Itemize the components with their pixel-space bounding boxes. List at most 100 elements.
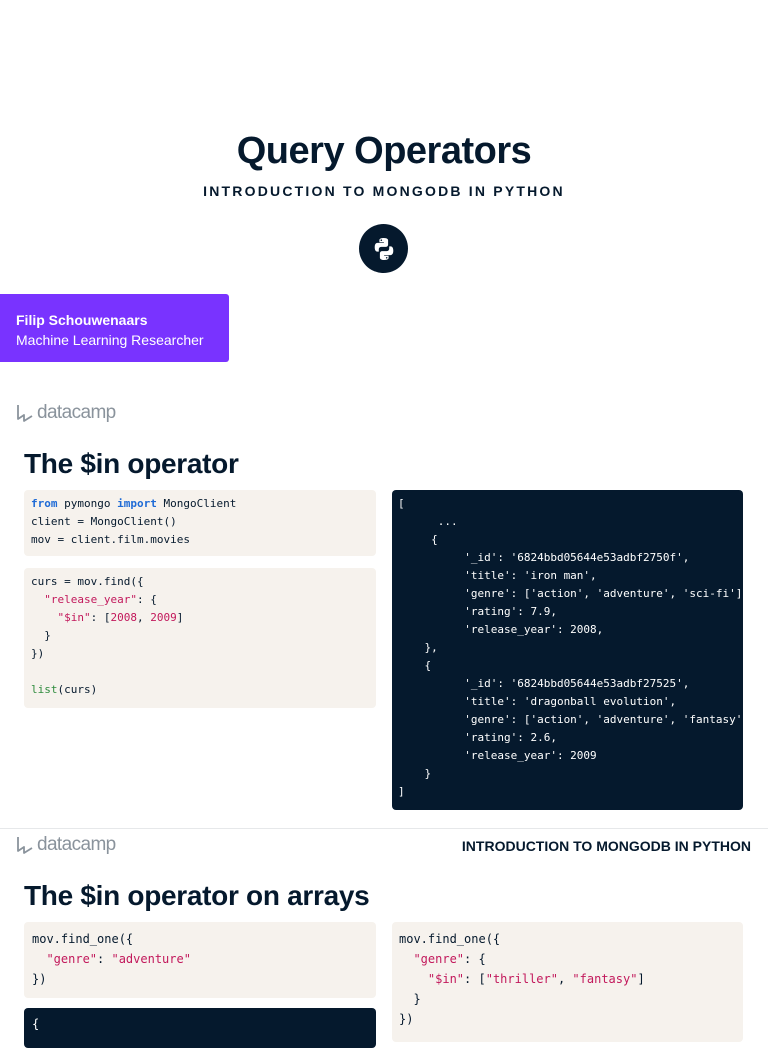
code-line: "$in": [2008, 2009] (31, 609, 376, 627)
code-line: '_id': '6824bbd05644e53adbf2750f', (398, 549, 743, 567)
code-line: ... (398, 513, 743, 531)
code-token: 'genre': ['action', 'adventure', 'fantas… (398, 713, 756, 726)
code-line: } (399, 989, 743, 1009)
code-line: from pymongo import MongoClient (31, 495, 376, 513)
author-card: Filip Schouwenaars Machine Learning Rese… (0, 294, 229, 362)
code-line: "release_year": { (31, 591, 376, 609)
code-token: ] (637, 972, 645, 986)
code-token: "genre" (413, 952, 465, 966)
code-token: 'rating': 7.9, (398, 605, 557, 618)
code-token: '_id': '6824bbd05644e53adbf27525', (398, 677, 690, 690)
slide-heading-in-operator-arrays: The $in operator on arrays (24, 880, 370, 911)
code-token: 'release_year': 2009 (398, 749, 597, 762)
code-line: 'genre': ['action', 'adventure', 'fantas… (398, 711, 755, 729)
code-token: [ (398, 497, 405, 510)
code-line: } (398, 765, 743, 783)
code-line: mov = client.film.movies (31, 531, 376, 549)
code-line: }, (398, 639, 743, 657)
code-token: }, (398, 641, 438, 654)
code-token: { (398, 659, 432, 672)
code-token: curs = mov.find({ (31, 575, 144, 588)
code-line: }) (31, 645, 376, 663)
datacamp-logo: datacamp (16, 402, 116, 424)
code-token: (curs) (57, 683, 98, 696)
code-line: "genre": { (399, 949, 743, 969)
code-token: } (398, 767, 432, 780)
code-line: "genre": "adventure" (32, 949, 376, 969)
code-token: "$in" (57, 611, 91, 624)
course-footer: INTRODUCTION TO MONGODB IN PYTHON (461, 838, 751, 854)
code-line: curs = mov.find({ (31, 573, 376, 591)
code-line: mov.find_one({ (399, 929, 743, 949)
code-token: : { (136, 593, 157, 606)
code-token: '_id': '6824bbd05644e53adbf2750f', (398, 551, 690, 564)
slide-heading-in-operator: The $in operator (24, 448, 239, 479)
code-token: }) (32, 972, 47, 986)
datacamp-logo-text: datacamp (37, 834, 116, 855)
code-token: }) (31, 647, 45, 660)
code-token: MongoClient (156, 497, 237, 510)
code-line: 'title': 'dragonball evolution', (398, 693, 743, 711)
code-token: 'genre': ['action', 'adventure', 'sci-fi… (398, 587, 749, 600)
code-line: 'rating': 2.6, (398, 729, 743, 747)
code-line: 'release_year': 2009 (398, 747, 743, 765)
code-token (399, 972, 428, 986)
code-line: "$in": ["thriller", "fantasy"] (399, 969, 743, 989)
code-line: 'title': 'iron man', (398, 567, 743, 585)
code-token: , (137, 611, 151, 624)
code-line: '_id': '6824bbd05644e53adbf27525', (398, 675, 743, 693)
query-code-block: curs = mov.find({ "release_year": { "$in… (24, 568, 376, 708)
code-token: } (31, 629, 51, 642)
datacamp-logo-icon (17, 405, 33, 422)
code-token: ] (176, 611, 184, 624)
code-token: "adventure" (111, 952, 191, 966)
author-role: Machine Learning Researcher (16, 332, 204, 348)
code-line: { (398, 657, 743, 675)
code-line: [ (398, 495, 743, 513)
find-one-code-block: mov.find_one({ "genre": "adventure"}) (24, 922, 376, 998)
code-lines: curs = mov.find({ "release_year": { "$in… (31, 573, 376, 699)
slide-divider (0, 828, 768, 829)
code-token: "release_year" (44, 593, 137, 606)
code-token: "thriller" (485, 972, 558, 986)
output-code-block: [ ... { '_id': '6824bbd05644e53adbf2750f… (392, 490, 756, 810)
code-line: }) (32, 969, 376, 989)
datacamp-logo-text: datacamp (37, 402, 116, 423)
presentation-title: Query Operators (236, 130, 532, 172)
code-lines: mov.find_one({ "genre": { "$in": ["thril… (399, 929, 743, 1029)
code-line: 'release_year': 2008, (398, 621, 743, 639)
code-lines: { (32, 1014, 376, 1034)
code-line (31, 663, 376, 681)
code-token: 2008 (110, 611, 138, 624)
code-token: "fantasy" (572, 972, 638, 986)
code-token: { (32, 1017, 40, 1031)
code-lines: mov.find_one({ "genre": "adventure"}) (32, 929, 376, 989)
code-token (32, 952, 46, 966)
code-token: 'title': 'iron man', (398, 569, 597, 582)
code-token: : { (464, 952, 486, 966)
code-line: mov.find_one({ (32, 929, 376, 949)
code-token: "$in" (427, 972, 465, 986)
code-token: 'title': 'dragonball evolution', (398, 695, 677, 708)
code-token: 'release_year': 2008, (398, 623, 604, 636)
code-token: ... (398, 515, 458, 528)
code-token: mov.find_one({ (399, 932, 501, 946)
code-line: { (398, 531, 743, 549)
code-token: pymongo (57, 497, 118, 510)
code-token: ] (398, 785, 405, 798)
code-token: "genre" (46, 952, 98, 966)
python-logo-icon (359, 224, 408, 273)
code-token: import (117, 497, 157, 510)
code-token: , (557, 972, 573, 986)
code-token (399, 952, 413, 966)
code-token: mov.find_one({ (32, 932, 134, 946)
code-line: { (32, 1014, 376, 1034)
code-token: mov = client.film.movies (31, 533, 190, 546)
code-line: } (31, 627, 376, 645)
datacamp-logo-icon (17, 837, 33, 854)
datacamp-logo: datacamp (16, 834, 116, 856)
code-token: : [ (90, 611, 111, 624)
code-token: : [ (464, 972, 486, 986)
